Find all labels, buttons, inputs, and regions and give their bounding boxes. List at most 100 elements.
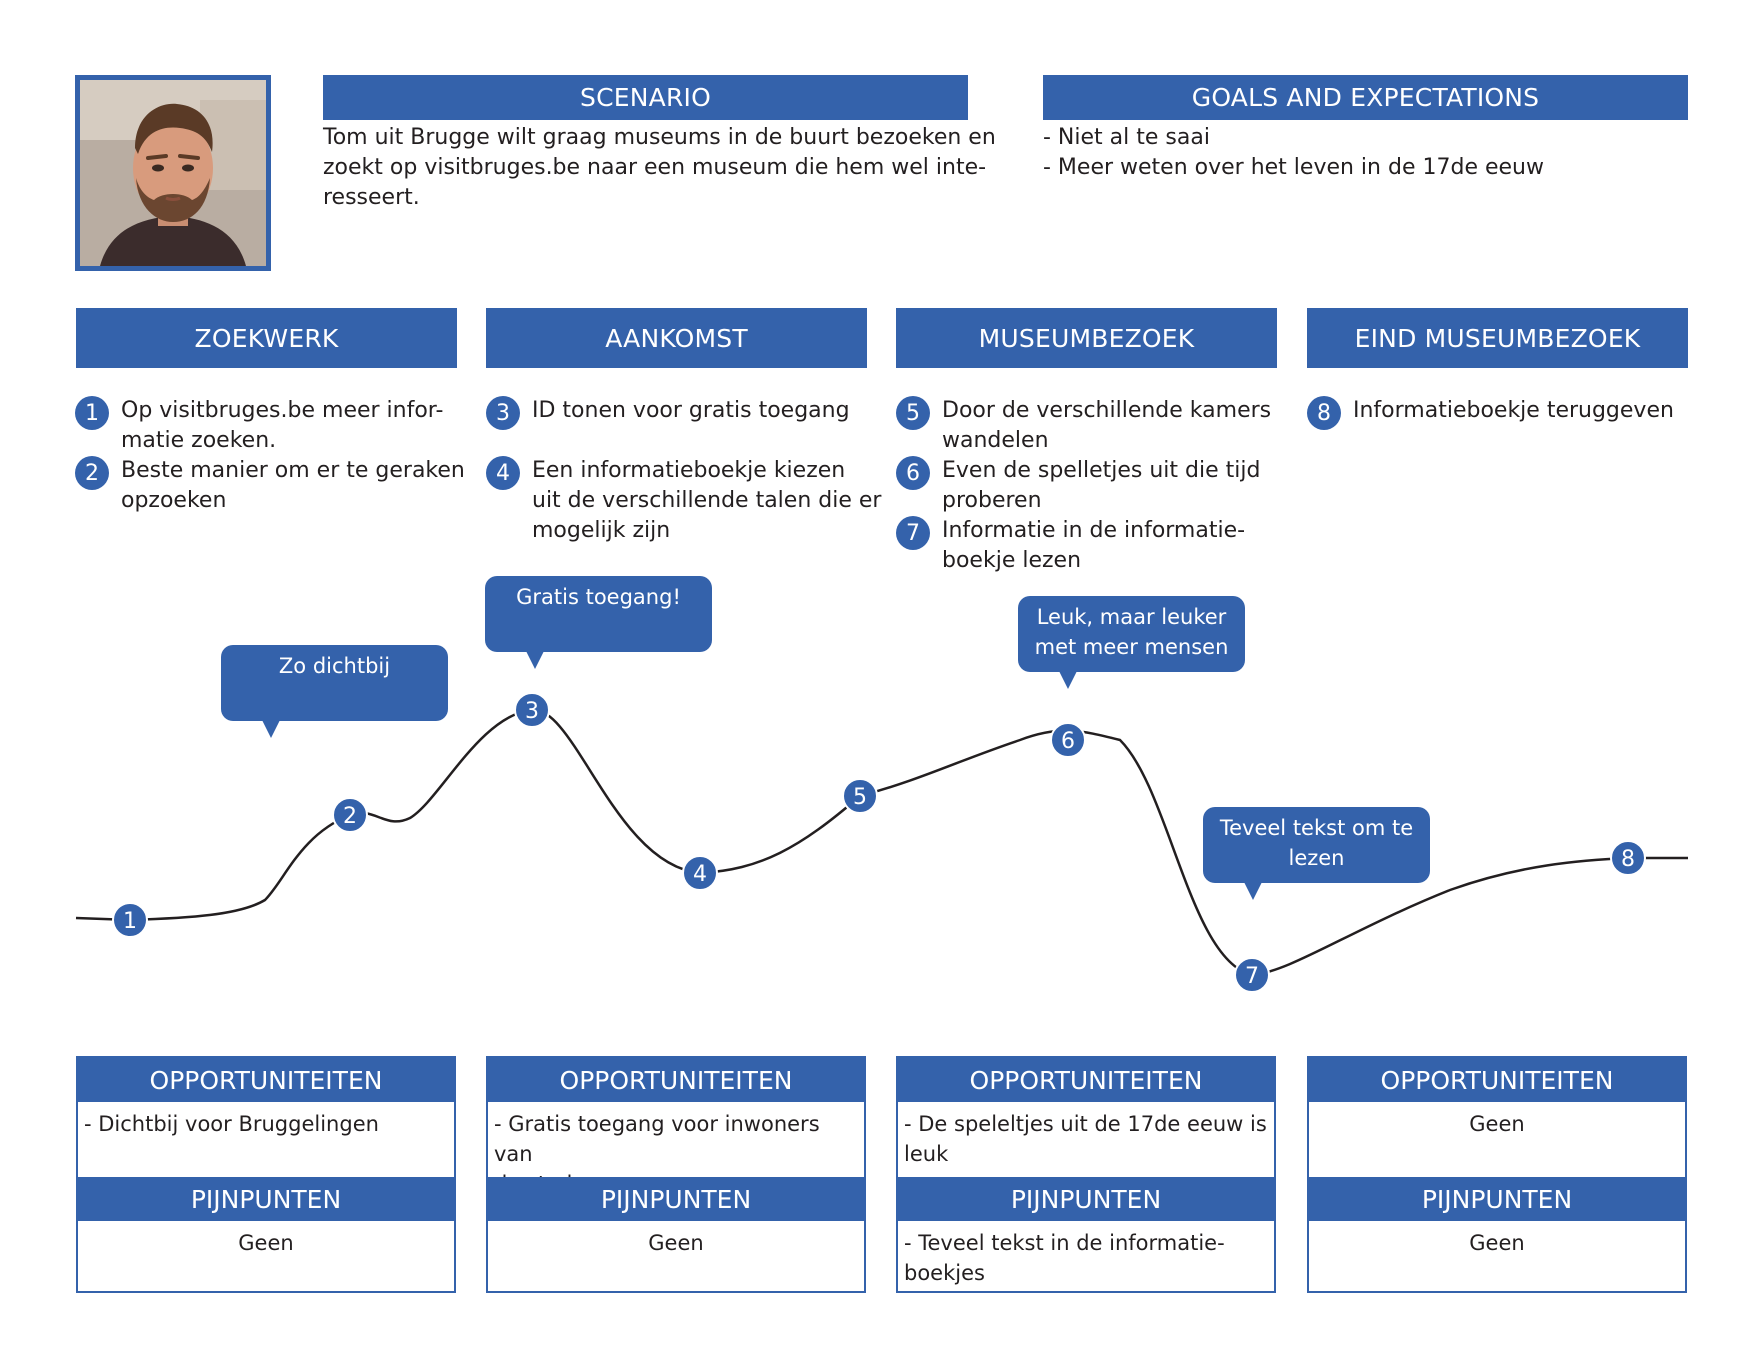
step-line: Informatie in de informatie- <box>942 518 1246 543</box>
phase-header-zoekwerk: ZOEKWERK <box>76 308 457 368</box>
speech-bubble-zo-dichtbij: Zo dichtbij <box>221 645 448 738</box>
opportunities-line: - De speleltjes uit de 17de eeuw is <box>904 1112 1267 1136</box>
step-4: 4 Een informatieboekje kiezen uit de ver… <box>486 456 881 546</box>
step-line: wandelen <box>942 428 1049 453</box>
scenario-line: resseert. <box>323 185 420 210</box>
pain-points-header: PIJNPUNTEN <box>488 1177 864 1221</box>
step-number-badge: 2 <box>75 456 109 490</box>
step-number-badge: 7 <box>896 516 930 550</box>
step-3: 3 ID tonen voor gratis toegang <box>486 396 850 430</box>
card-zoekwerk: OPPORTUNITEITEN - Dichtbij voor Bruggeli… <box>76 1056 456 1293</box>
step-line: Door de verschillende kamers <box>942 398 1272 423</box>
journey-point-label: 8 <box>1621 847 1635 872</box>
step-line: Beste manier om er te geraken <box>121 458 465 483</box>
card-aankomst: OPPORTUNITEITEN - Gratis toegang voor in… <box>486 1056 866 1293</box>
step-description: Beste manier om er te geraken opzoeken <box>121 456 465 516</box>
phase-header-eind-museumbezoek: EIND MUSEUMBEZOEK <box>1307 308 1688 368</box>
bubble-tail <box>1244 882 1262 900</box>
step-number-badge: 4 <box>486 456 520 490</box>
journey-point-5: 5 <box>842 778 878 814</box>
bubble-tail <box>526 651 544 669</box>
pain-points-text: Geen <box>84 1228 448 1258</box>
pain-points-line: Geen <box>238 1231 294 1255</box>
journey-point-label: 5 <box>853 785 867 810</box>
pain-points-line: Geen <box>1469 1231 1525 1255</box>
scenario-line: zoekt op visitbruges.be naar een museum … <box>323 155 987 180</box>
step-description: Door de verschillende kamers wandelen <box>942 396 1271 456</box>
pain-points-line: Geen <box>648 1231 704 1255</box>
bubble-text: Leuk, maar leuker met meer mensen <box>1035 602 1229 662</box>
journey-point-label: 1 <box>123 909 137 934</box>
step-line: Even de spelletjes uit die tijd <box>942 458 1261 483</box>
phase-header-museumbezoek: MUSEUMBEZOEK <box>896 308 1277 368</box>
step-number-badge: 6 <box>896 456 930 490</box>
step-6: 6 Even de spelletjes uit die tijd prober… <box>896 456 1260 516</box>
scenario-header: SCENARIO <box>323 75 968 120</box>
step-line: Op visitbruges.be meer infor- <box>121 398 444 423</box>
step-description: Op visitbruges.be meer infor- matie zoek… <box>121 396 443 456</box>
step-description: ID tonen voor gratis toegang <box>532 396 850 426</box>
persona-portrait-illustration <box>80 80 266 266</box>
journey-point-label: 7 <box>1245 964 1259 989</box>
pain-points-text: Geen <box>1315 1228 1679 1258</box>
bubble-tail <box>1059 671 1077 689</box>
step-line: mogelijk zijn <box>532 518 671 543</box>
step-description: Een informatieboekje kiezen uit de versc… <box>532 456 881 546</box>
scenario-text: Tom uit Brugge wilt graag museums in de … <box>323 123 996 213</box>
journey-point-2: 2 <box>332 797 368 833</box>
step-line: opzoeken <box>121 488 227 513</box>
step-1: 1 Op visitbruges.be meer infor- matie zo… <box>75 396 443 456</box>
step-5: 5 Door de verschillende kamers wandelen <box>896 396 1271 456</box>
step-number-badge: 1 <box>75 396 109 430</box>
bubble-text: Gratis toegang! <box>516 582 681 612</box>
opportunities-text: Geen <box>1315 1109 1679 1139</box>
step-line: ID tonen voor gratis toegang <box>532 398 850 423</box>
bubble-line: Leuk, maar leuker <box>1036 605 1227 629</box>
step-line: proberen <box>942 488 1042 513</box>
opportunities-header: OPPORTUNITEITEN <box>488 1058 864 1102</box>
pain-points-header: PIJNPUNTEN <box>1309 1177 1685 1221</box>
opportunities-header: OPPORTUNITEITEN <box>78 1058 454 1102</box>
opportunities-text: - Dichtbij voor Bruggelingen <box>84 1109 448 1139</box>
step-description: Even de spelletjes uit die tijd proberen <box>942 456 1260 516</box>
opportunities-text: - De speleltjes uit de 17de eeuw is leuk <box>904 1109 1268 1169</box>
journey-point-label: 6 <box>1061 729 1075 754</box>
persona-photo <box>75 75 271 271</box>
journey-point-8: 8 <box>1610 840 1646 876</box>
card-eind-museumbezoek: OPPORTUNITEITEN Geen PIJNPUNTEN Geen <box>1307 1056 1687 1293</box>
step-number-badge: 5 <box>896 396 930 430</box>
journey-point-label: 3 <box>525 699 539 724</box>
pain-points-line: - Teveel tekst in de informatie- <box>904 1231 1225 1255</box>
bubble-line: Gratis toegang! <box>516 585 681 609</box>
bubble-line: lezen <box>1288 846 1345 870</box>
bubble-line: met meer mensen <box>1034 635 1229 659</box>
pain-points-text: - Teveel tekst in de informatie- boekjes <box>904 1228 1268 1288</box>
step-line: uit de verschillende talen die er <box>532 488 882 513</box>
journey-point-3: 3 <box>514 692 550 728</box>
card-museumbezoek: OPPORTUNITEITEN - De speleltjes uit de 1… <box>896 1056 1276 1293</box>
step-line: Een informatieboekje kiezen <box>532 458 846 483</box>
pain-points-header: PIJNPUNTEN <box>78 1177 454 1221</box>
pain-points-line: boekjes <box>904 1261 985 1285</box>
speech-bubble-gratis-toegang: Gratis toegang! <box>485 576 712 669</box>
phase-header-aankomst: AANKOMST <box>486 308 867 368</box>
bubble-line: Zo dichtbij <box>278 654 391 678</box>
pain-points-text: Geen <box>494 1228 858 1258</box>
goal-line: - Meer weten over het leven in de 17de e… <box>1043 155 1544 180</box>
pain-points-header: PIJNPUNTEN <box>898 1177 1274 1221</box>
opportunities-line: - Gratis toegang voor inwoners van <box>494 1112 820 1166</box>
goal-line: - Niet al te saai <box>1043 125 1210 150</box>
journey-point-7: 7 <box>1234 957 1270 993</box>
step-description: Informatieboekje teruggeven <box>1353 396 1674 426</box>
step-8: 8 Informatieboekje teruggeven <box>1307 396 1674 430</box>
step-number-badge: 8 <box>1307 396 1341 430</box>
goals-text: - Niet al te saai - Meer weten over het … <box>1043 123 1544 183</box>
step-line: Informatieboekje teruggeven <box>1353 398 1674 423</box>
journey-point-label: 4 <box>693 862 707 887</box>
opportunities-line: Geen <box>1469 1112 1525 1136</box>
bubble-tail <box>262 720 280 738</box>
opportunities-line: - Dichtbij voor Bruggelingen <box>84 1112 379 1136</box>
journey-line <box>75 708 1688 977</box>
step-description: Informatie in de informatie- boekje leze… <box>942 516 1245 576</box>
